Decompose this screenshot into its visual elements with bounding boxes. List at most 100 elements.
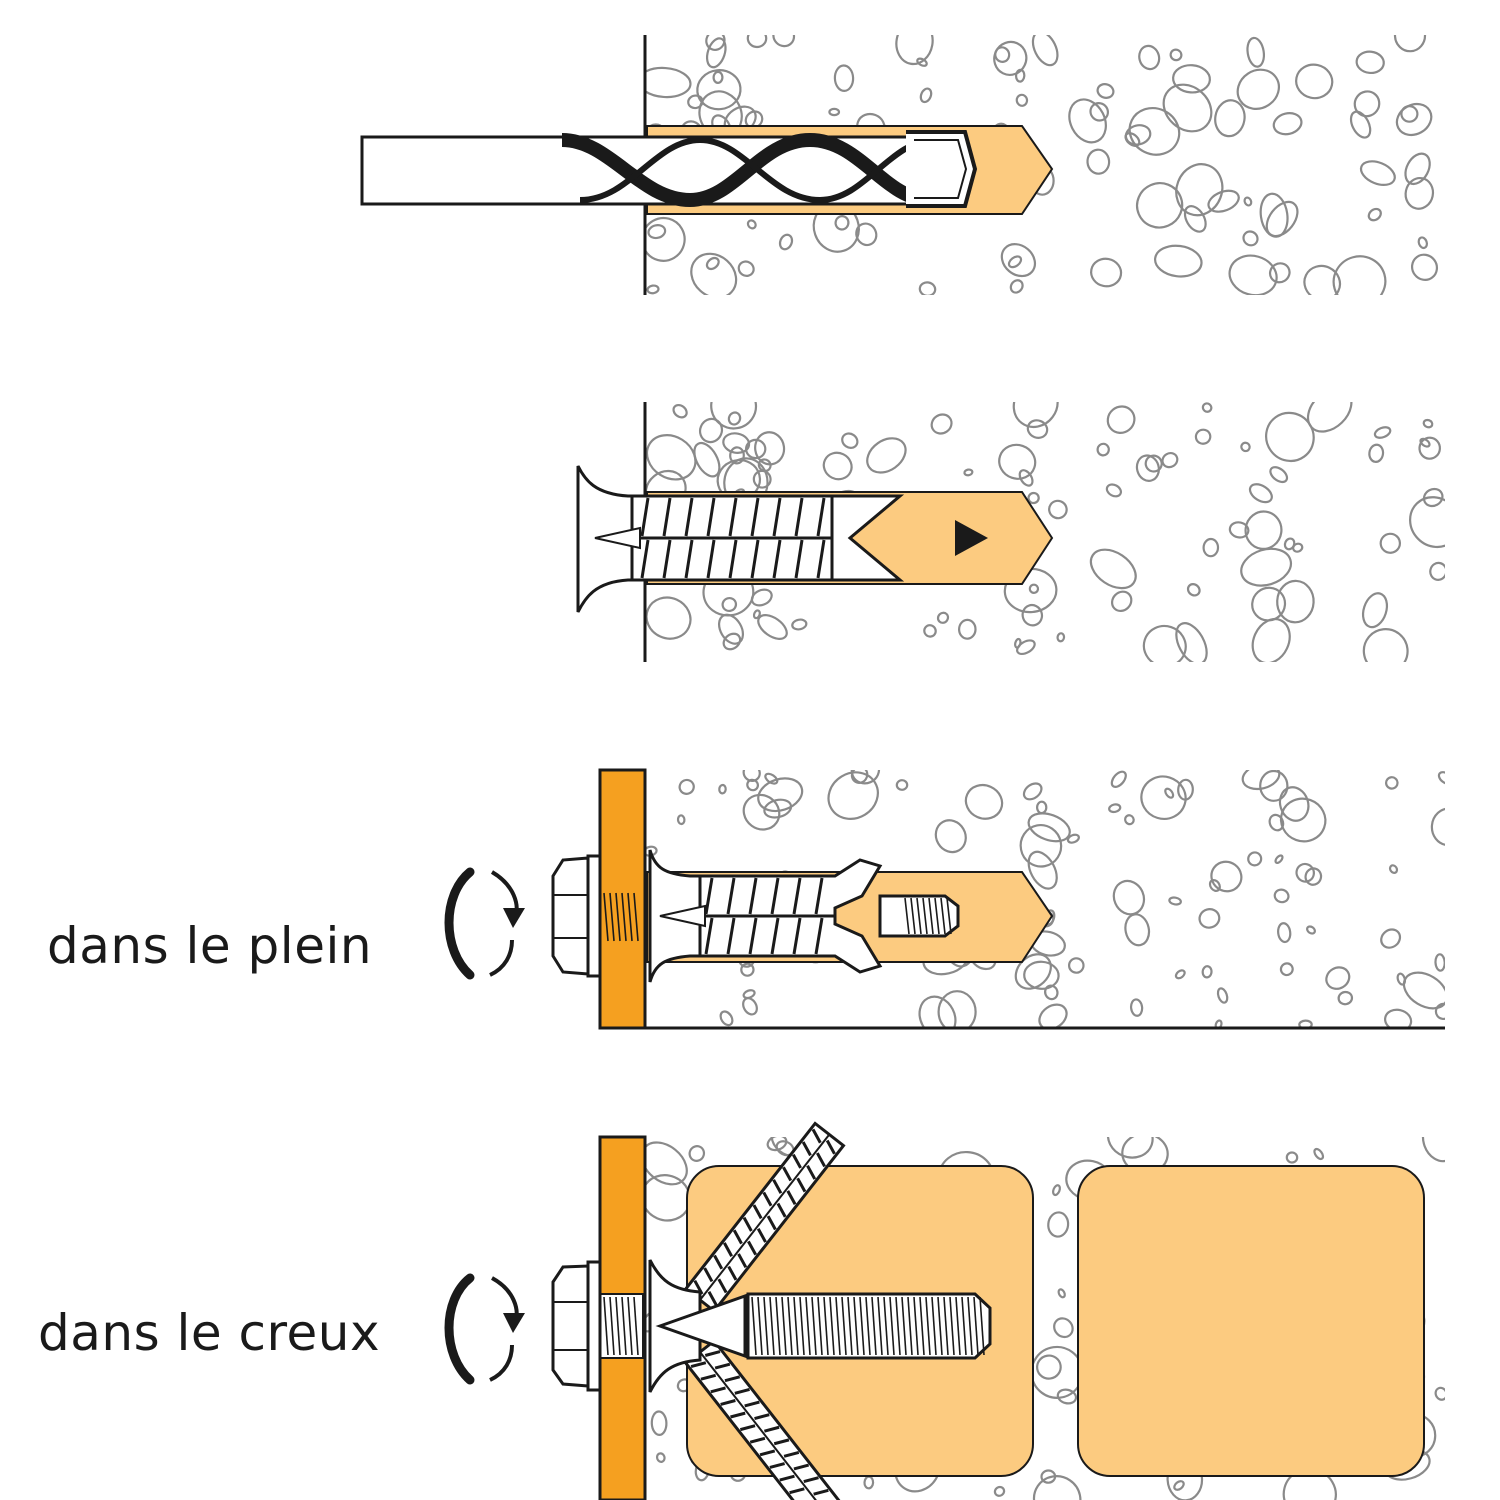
expanded-anchor [648,849,960,983]
sleeve-rib [730,1411,746,1419]
aggregate-stone [1110,770,1127,788]
bolt-thread [919,1296,925,1356]
aggregate-stone [1040,1469,1057,1484]
aggregate-stone [690,252,738,295]
aggregate-stone [1367,207,1382,222]
aggregate-stone [1422,487,1444,508]
step-3-solid-wall: dans le plein [47,768,1445,1030]
aggregate-stone [1128,107,1181,156]
aggregate-stone [918,281,937,295]
aggregate-stone [1246,36,1266,68]
aggregate-stone [834,215,850,231]
sleeve-rib [762,1191,773,1207]
aggregate-stone [1036,1354,1062,1380]
aggregate-stone [1216,987,1229,1004]
sleeve-rib [724,1375,741,1383]
bolt-thread [609,892,615,942]
aggregate-stone [1173,1480,1185,1491]
rotate-clockwise-icon [444,867,525,980]
aggregate-stone [1026,419,1049,439]
aggregate-stone [833,64,855,92]
bolt-thread [781,1296,787,1356]
sleeve-rib [794,539,804,579]
aggregate-stone [1410,253,1439,281]
aggregate-stone [1009,279,1024,294]
aggregate-stone [1019,824,1063,868]
aggregate-stone [1259,770,1289,802]
aggregate-stone [1269,466,1289,484]
sleeve-rib [772,497,782,537]
bolt-thread [775,1296,781,1356]
aggregate-stone [676,814,686,826]
bolt-thread [928,897,934,935]
aggregate-stone [1241,770,1281,791]
bolt-thread [871,1296,877,1356]
aggregate-stone [1007,255,1023,269]
aggregate-stone [1278,786,1310,822]
aggregate-stone [1035,800,1048,815]
aggregate-stone [1384,1008,1413,1028]
sleeve-rib [748,917,758,955]
aggregate-stone [1201,965,1213,979]
hex-bolt [551,1260,644,1392]
bolt-thread [937,1296,943,1356]
aggregate-stone [752,469,772,489]
aggregate-stone [1295,862,1315,883]
aggregate-stone [1047,1211,1070,1238]
aggregate-stone [1135,454,1160,482]
aggregate-stone [1162,83,1213,133]
aggregate-stone [772,35,796,48]
aggregate-stone [740,962,755,977]
bolt-thread [793,1296,799,1356]
aggregate-stone [1418,436,1442,460]
aggregate-stone [696,69,742,111]
aggregate-stone [863,1475,875,1490]
bolt-thread [853,1296,859,1356]
aggregate-stone [918,995,957,1028]
aggregate-stone [1240,547,1293,587]
bolt-thread [904,897,910,935]
sleeve-rib [704,917,714,955]
aggregate-stone [1048,499,1068,520]
aggregate-stone [1144,454,1163,473]
aggregate-stone [655,1452,666,1463]
sleeve-rib [750,497,760,537]
aggregate-stone [1292,542,1304,553]
aggregate-stone [1168,896,1182,906]
bolt-thread [769,1296,775,1356]
aggregate-stone [1138,44,1161,71]
aggregate-stone [923,624,937,638]
aggregate-stone [1242,230,1259,247]
sleeve-rib [811,1128,822,1144]
aggregate-stone [791,618,808,631]
sleeve-rib [723,1242,733,1257]
sleeve-rib [749,1436,766,1444]
aggregate-stone [645,216,686,262]
aggregate-stone [930,413,953,435]
bolt-thread [961,1296,967,1356]
aggregate-stone [1161,451,1179,469]
aggregate-stone [1368,443,1385,463]
aggregate-stone [1015,93,1029,107]
sleeve-rib [806,1164,817,1180]
aggregate-stone [1027,812,1071,843]
aggregate-stone [1096,83,1115,99]
sleeve-rib [706,497,716,537]
aggregate-stone [721,596,738,613]
aggregate-stone [1016,639,1036,656]
bolt-thread [615,892,621,942]
bolt-thread [823,1296,829,1356]
sleeve-rib [747,1240,758,1256]
aggregate-stone [678,778,695,795]
bolt-thread [946,897,952,935]
sleeve-rib [684,497,694,537]
sleeve-rib [726,917,736,955]
aggregate-stone [1028,583,1040,595]
sleeve-rib [794,497,804,537]
bolt-thread [901,1296,907,1356]
aggregate-stone [1027,491,1040,505]
sleeve-rib [734,1387,750,1395]
aggregate-stone [1014,68,1026,83]
aggregate-stone [757,614,788,640]
sleeve-rib [793,1463,810,1471]
